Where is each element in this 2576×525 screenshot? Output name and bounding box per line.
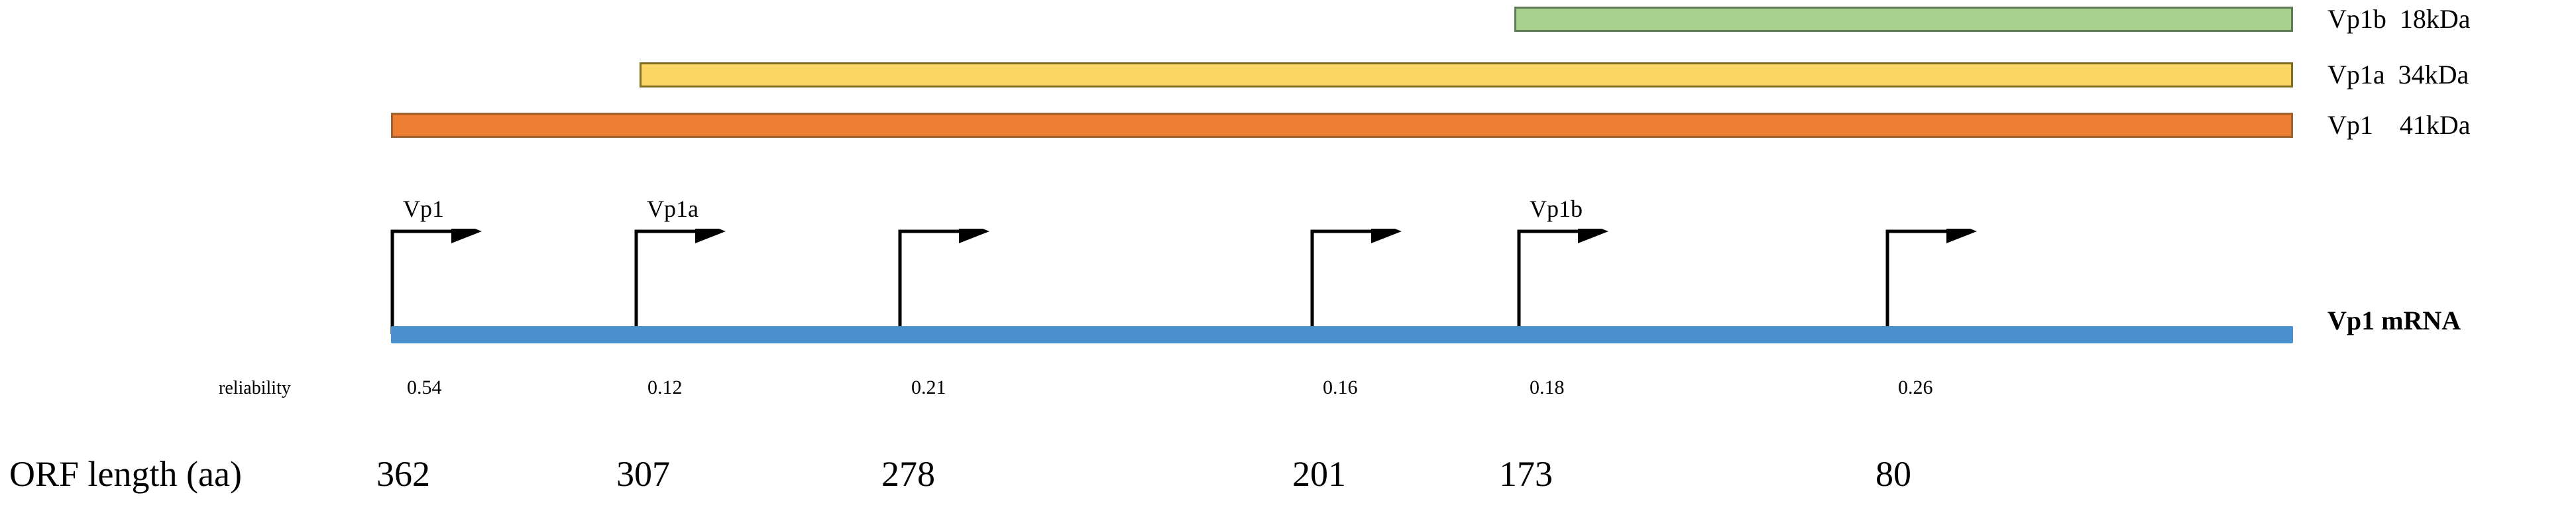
orf-length-value: 80 [1876, 454, 1911, 494]
protein-bar-vp1 [391, 113, 2293, 138]
orf-length-value: 362 [376, 454, 430, 494]
promoter-arrow-4 [1310, 229, 1404, 337]
protein-bar-vp1b [1514, 7, 2293, 32]
mrna-label: Vp1 mRNA [2327, 306, 2461, 335]
reliability-caption: reliability [219, 378, 291, 398]
reliability-value: 0.16 [1323, 377, 1358, 398]
reliability-value: 0.12 [647, 377, 683, 398]
orf-length-value: 173 [1499, 454, 1553, 494]
orf-length-value: 278 [881, 454, 935, 494]
orf-length-value: 307 [616, 454, 670, 494]
protein-label-vp1b: Vp1b 18kDa [2327, 4, 2471, 34]
promoter-label-vp1: Vp1 [403, 196, 444, 222]
reliability-value: 0.54 [407, 377, 442, 398]
promoter-arrow-vp1b [1517, 229, 1611, 337]
promoter-arrow-3 [898, 229, 992, 337]
reliability-value: 0.26 [1898, 377, 1933, 398]
protein-label-vp1a: Vp1a 34kDa [2327, 60, 2469, 89]
reliability-value: 0.18 [1530, 377, 1565, 398]
reliability-value: 0.21 [911, 377, 946, 398]
promoter-label-vp1a: Vp1a [647, 196, 699, 222]
promoter-arrow-vp1a [634, 229, 728, 337]
orf-length-value: 201 [1292, 454, 1346, 494]
orf-length-caption: ORF length (aa) [9, 454, 242, 494]
protein-label-vp1: Vp1 41kDa [2327, 110, 2471, 140]
protein-bar-vp1a [640, 62, 2293, 88]
promoter-label-vp1b: Vp1b [1530, 196, 1583, 222]
promoter-arrow-6 [1885, 229, 1980, 337]
mrna-bar [391, 326, 2293, 343]
promoter-arrow-vp1 [390, 229, 484, 337]
